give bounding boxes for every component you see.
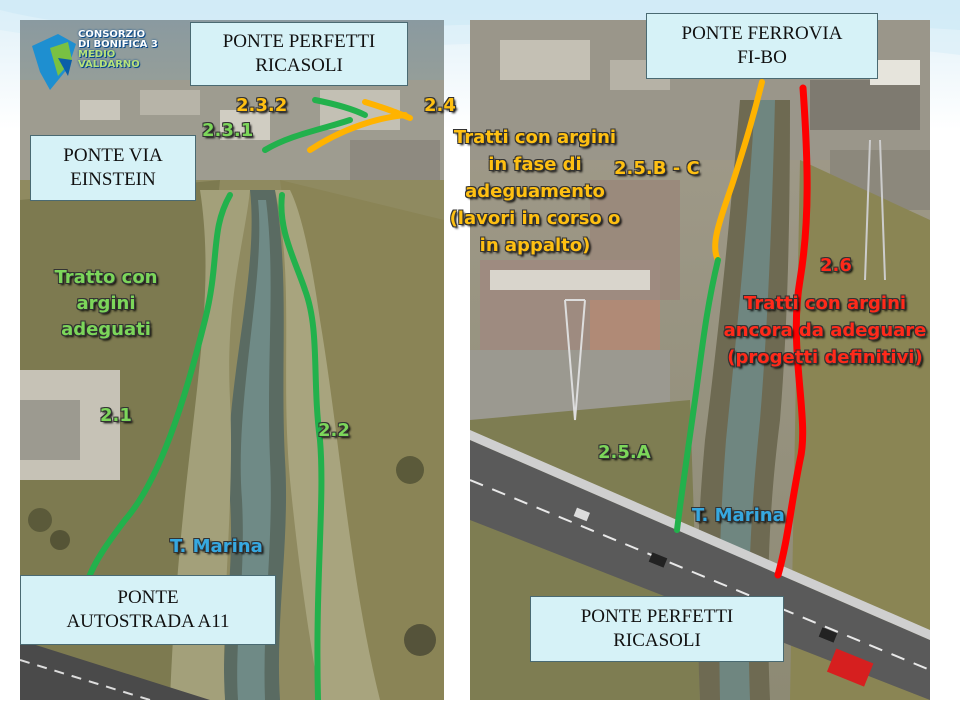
embankment-line-2-6 <box>774 84 811 579</box>
code-2-2: 2.2 <box>318 420 350 441</box>
code-2-5-b-c: 2.5.B - C <box>614 158 700 179</box>
works-in-progress-text: Tratti con argini in fase di adeguamento… <box>449 127 621 256</box>
aerial-photo-right <box>470 20 930 700</box>
river-name-right: T. Marina <box>692 505 785 526</box>
code-2-5-a: 2.5.A <box>598 442 651 463</box>
code-2-1: 2.1 <box>100 405 132 426</box>
embankment-line-2-2 <box>278 192 325 700</box>
embankment-line-2-3-2 <box>312 97 368 118</box>
label-ponte-perfetti-ricasoli-top: PONTE PERFETTI RICASOLI <box>190 22 408 86</box>
embankment-line-2-5-bc <box>712 79 765 263</box>
code-2-3-2: 2.3.2 <box>236 95 288 116</box>
logo-line-2: DI BONIFICA 3 <box>78 39 158 50</box>
embankment-line-2-4-left <box>307 112 408 153</box>
river-name-left: T. Marina <box>170 536 263 557</box>
code-2-4: 2.4 <box>424 95 456 116</box>
embankment-line-2-4-left-b <box>362 99 413 121</box>
label-ponte-via-einstein: PONTE VIA EINSTEIN <box>30 135 196 201</box>
embankment-line-2-3-1 <box>262 117 353 153</box>
code-2-3-1: 2.3.1 <box>202 120 254 141</box>
consorzio-logo-icon <box>32 34 76 90</box>
code-2-6: 2.6 <box>820 255 852 276</box>
logo-line-1: CONSORZIO <box>78 29 146 40</box>
label-ponte-autostrada-a11: PONTE AUTOSTRADA A11 <box>20 575 276 645</box>
label-ponte-perfetti-ricasoli-bottom: PONTE PERFETTI RICASOLI <box>530 596 784 662</box>
logo-text: CONSORZIO DI BONIFICA 3 MEDIO VALDARNO <box>78 30 158 70</box>
adequate-embankment-text: Tratto con argini adeguati <box>54 267 158 340</box>
to-adequate-text: Tratti con argini ancora da adeguare (pr… <box>723 293 927 368</box>
embankment-line-2-5-a <box>674 257 721 533</box>
label-ponte-ferrovia-fi-bo: PONTE FERROVIA FI-BO <box>646 13 878 79</box>
embankment-line-2-1 <box>85 192 233 583</box>
logo-line-3: MEDIO <box>78 49 116 60</box>
logo-line-4: VALDARNO <box>78 59 140 70</box>
